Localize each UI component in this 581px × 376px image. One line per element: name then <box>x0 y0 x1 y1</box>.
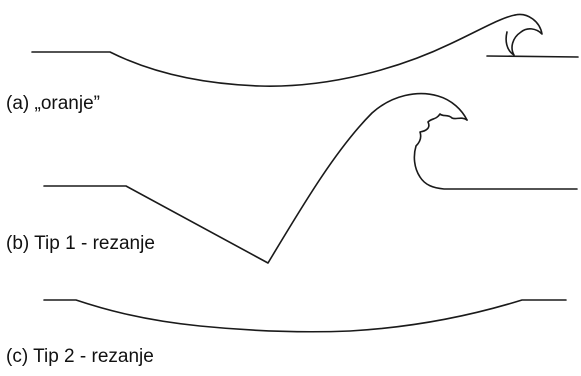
profile-a-ground-right <box>486 55 579 58</box>
profile-b-wave-lip <box>413 113 578 190</box>
profile-b-cut <box>43 92 468 264</box>
profile-a-group <box>31 13 579 87</box>
caption-panel-b: (b) Tip 1 - rezanje <box>6 233 155 254</box>
profile-b-group <box>43 92 578 264</box>
caption-panel-a: (a) „oranje” <box>6 93 100 114</box>
profile-a-trough <box>31 14 516 87</box>
profile-c-group <box>43 299 567 333</box>
profile-c-trough <box>43 299 567 333</box>
caption-panel-c: (c) Tip 2 - rezanje <box>6 346 154 367</box>
profile-a-wave-crest <box>505 13 543 56</box>
